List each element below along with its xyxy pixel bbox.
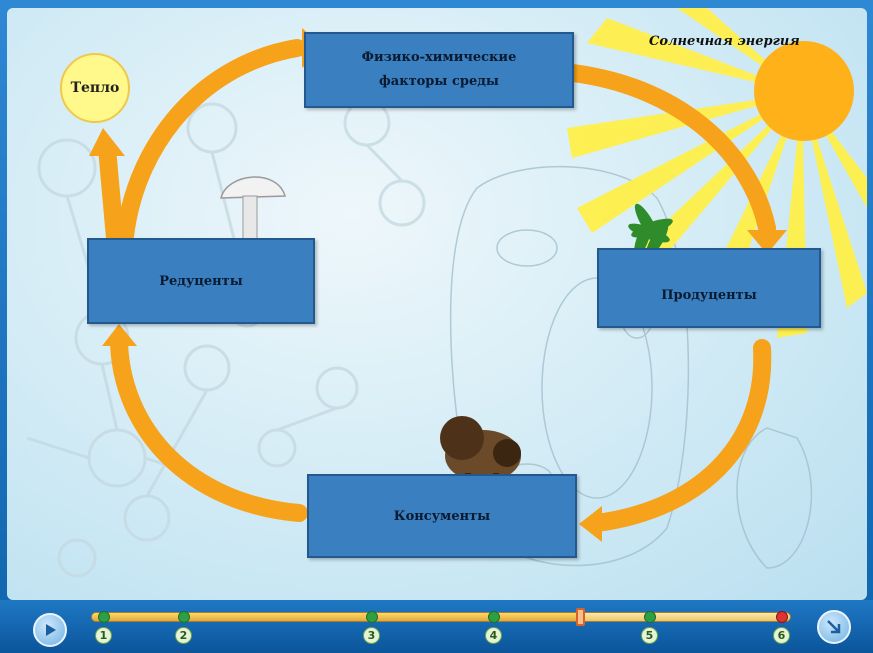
producers-label: Продуценты <box>661 287 757 303</box>
box-producers: Продуценты <box>597 248 821 328</box>
step-number-2[interactable]: 2 <box>175 627 192 644</box>
sun-icon <box>754 41 854 141</box>
timeline-progress <box>92 613 581 621</box>
box-reducers: Редуценты <box>87 238 315 324</box>
play-icon <box>46 624 56 636</box>
heat-circle: Тепло <box>60 53 130 123</box>
step-number-4[interactable]: 4 <box>485 627 502 644</box>
timeline-track[interactable] <box>91 612 791 622</box>
factors-line1: Физико-химические <box>361 50 517 65</box>
step-number-6[interactable]: 6 <box>773 627 790 644</box>
bison-icon <box>440 416 521 493</box>
consumers-label: Консументы <box>393 508 491 524</box>
factors-line2: факторы среды <box>379 74 499 89</box>
step-marker-2[interactable] <box>178 611 190 623</box>
step-number-5[interactable]: 5 <box>641 627 658 644</box>
cycle-arrows <box>98 39 776 532</box>
step-marker-1[interactable] <box>98 611 110 623</box>
plant-icon <box>628 203 673 258</box>
timeline-playhead[interactable] <box>576 608 585 626</box>
sun-energy-label: Солнечная энергия <box>649 34 800 49</box>
box-physico-chemical-factors: Физико-химические факторы среды <box>304 32 574 108</box>
step-marker-3[interactable] <box>366 611 378 623</box>
next-arrow-icon <box>827 620 841 634</box>
box-consumers: Консументы <box>307 474 577 558</box>
reducers-label: Редуценты <box>159 273 243 289</box>
play-button[interactable] <box>33 613 67 647</box>
slide-stage: Физико-химические факторы среды Продуцен… <box>7 8 867 600</box>
molecule-decoration <box>26 99 426 578</box>
step-marker-4[interactable] <box>488 611 500 623</box>
step-marker-6[interactable] <box>776 611 788 623</box>
next-button[interactable] <box>817 610 851 644</box>
step-number-1[interactable]: 1 <box>95 627 112 644</box>
heat-label: Тепло <box>70 80 120 96</box>
background-illustration <box>26 8 867 578</box>
step-number-3[interactable]: 3 <box>363 627 380 644</box>
player-controls: 1 2 3 4 5 6 <box>0 600 873 653</box>
step-marker-5[interactable] <box>644 611 656 623</box>
